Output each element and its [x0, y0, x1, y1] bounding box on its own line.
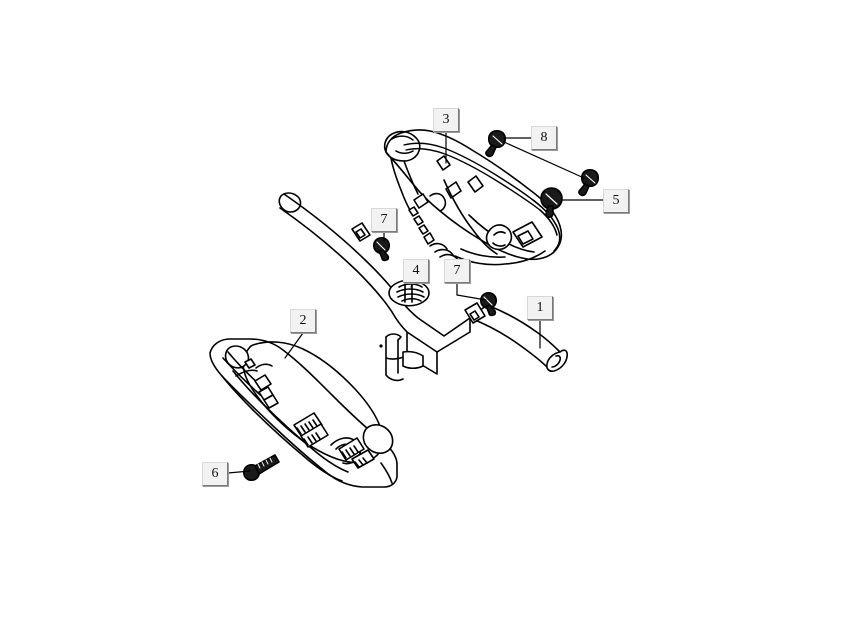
callout-5-label: 5 [612, 193, 620, 208]
callout-7-upper[interactable]: 7 [371, 208, 397, 232]
fastener-screw-8-a [485, 129, 507, 158]
callout-6-label: 6 [211, 466, 219, 481]
callout-6[interactable]: 6 [202, 462, 228, 486]
part-rubber-grommet [388, 279, 430, 307]
fastener-screw-8-b [578, 168, 600, 197]
callout-7-lower[interactable]: 7 [444, 259, 470, 283]
leader-lines [227, 131, 604, 474]
fastener-screw-7-upper [372, 236, 391, 262]
part-upper-handlebar-cover [383, 129, 563, 266]
fastener-screw-6 [242, 454, 280, 482]
callout-4-label: 4 [412, 263, 420, 278]
callout-8[interactable]: 8 [531, 126, 557, 150]
callout-4[interactable]: 4 [403, 259, 429, 283]
fastener-screw-7-lower [479, 291, 498, 317]
callout-1[interactable]: 1 [527, 296, 553, 320]
callout-7-upper-label: 7 [380, 212, 388, 227]
part-lower-handlebar-cover [209, 338, 398, 488]
callout-1-label: 1 [536, 300, 544, 315]
callout-3[interactable]: 3 [433, 108, 459, 132]
callout-5[interactable]: 5 [603, 189, 629, 213]
callout-2[interactable]: 2 [290, 309, 316, 333]
callout-8-label: 8 [540, 130, 548, 145]
callout-3-label: 3 [442, 112, 450, 127]
callout-7-lower-label: 7 [453, 263, 461, 278]
callout-2-label: 2 [299, 313, 307, 328]
fastener-screw-5 [540, 187, 563, 219]
part-handlebar-pipe [278, 192, 568, 382]
